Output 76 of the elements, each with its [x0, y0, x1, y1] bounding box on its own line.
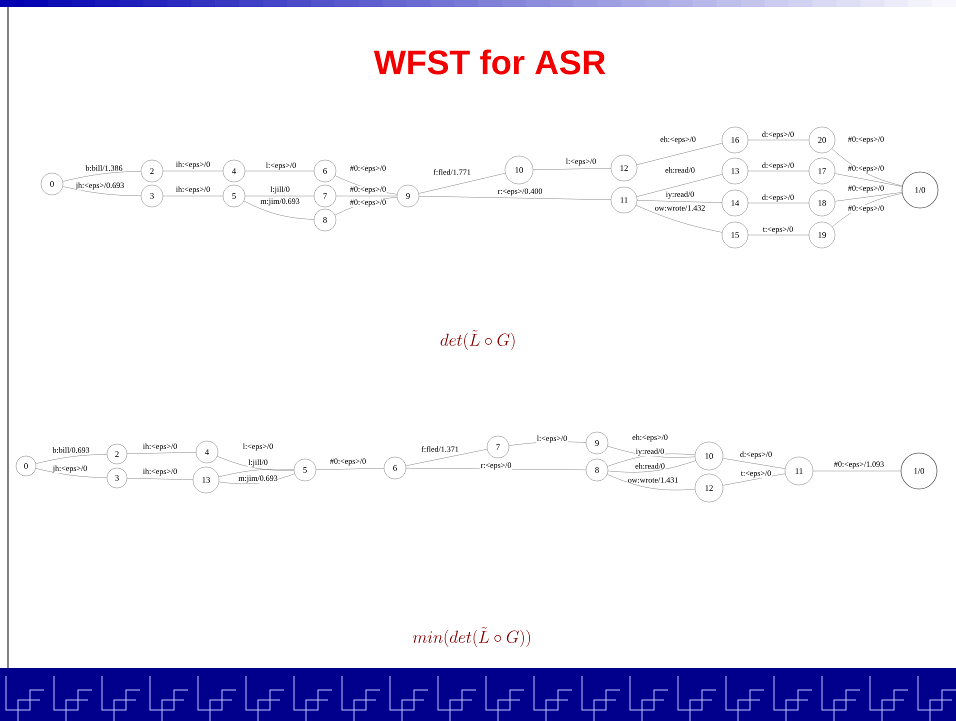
formula-caption: $min(det(\tilde{L} \circ G))$	[412, 627, 530, 648]
edge-label: #0:<eps>/0	[847, 164, 885, 174]
transition-line	[36, 468, 107, 478]
transition-line	[163, 170, 223, 172]
edge-label: r:<eps>/0.400	[497, 188, 543, 196]
edge-label: jh:<eps>/0	[52, 464, 88, 474]
transition-line	[636, 205, 722, 233]
transition-line	[813, 470, 901, 472]
transition-line	[418, 173, 506, 194]
transition-line	[127, 478, 193, 480]
edge-label: ih:<eps>/0	[175, 186, 211, 194]
edge-label: ih:<eps>/0	[142, 442, 178, 452]
edge-label: #0:<eps>/1.093	[833, 460, 885, 470]
formula-caption: $det(\tilde{L} \circ G)$	[440, 330, 515, 350]
transition-line	[406, 449, 488, 466]
transition-line	[62, 171, 141, 182]
edge-label: #0:<eps>/0	[349, 186, 387, 194]
edge-label: jh:<eps>/0.693	[75, 182, 125, 190]
edge-label: eh:<eps>/0	[632, 434, 668, 442]
edge-label: f:fled/1.371	[420, 446, 460, 452]
transition-line	[36, 454, 107, 464]
edge-label: #0:<eps>/0	[329, 458, 367, 466]
transition-line	[834, 192, 902, 202]
transition-line	[722, 458, 786, 469]
edge-label: l:<eps>/0	[265, 162, 297, 170]
transition-line	[607, 474, 696, 490]
edge-label: m:jim/0.693	[260, 198, 300, 206]
transition-line	[834, 173, 902, 187]
edge-label: #0:<eps>/0	[847, 184, 885, 194]
edge-label: r:<eps>/0	[480, 462, 512, 470]
transition-line	[217, 456, 294, 471]
edge-label: l:<eps>/0	[536, 434, 568, 444]
transition-line	[637, 200, 722, 203]
edge-label: eh:<eps>/0	[660, 136, 696, 144]
transition-line	[419, 196, 611, 200]
transition-line	[218, 469, 294, 478]
edge-label: t:<eps>/0	[740, 470, 772, 478]
transition-line	[608, 460, 696, 472]
edge-label: iy:read/0	[635, 448, 665, 456]
edge-label: d:<eps>/0	[761, 130, 795, 140]
transition-line	[533, 168, 611, 170]
edge-label: d:<eps>/0	[739, 450, 773, 460]
transition-line	[245, 170, 314, 172]
edge-label: ih:<eps>/0	[175, 160, 211, 170]
transition-line	[316, 468, 384, 470]
edge-label: ow:wrote/1.431	[627, 476, 679, 484]
edge-label: l:jill/0	[248, 458, 268, 468]
edge-label: eh:read/0	[664, 166, 696, 174]
transition-line	[636, 143, 722, 165]
transition-line	[244, 200, 314, 220]
edge-label: #0:<eps>/0	[847, 204, 885, 214]
transition-line	[608, 446, 696, 458]
edge-label: ow:wrote/1.432	[654, 204, 706, 212]
slide-title: WFST for ASR	[374, 50, 606, 74]
edge-label: t:<eps>/0	[762, 226, 794, 234]
edge-label: f:fled/1.771	[432, 168, 472, 176]
edge-label: #0:<eps>/0	[349, 198, 387, 208]
edge-label: b:bill/0.693	[52, 446, 90, 454]
transition-line	[127, 452, 196, 454]
edge-label: eh:read/0	[634, 462, 666, 470]
transition-line	[62, 186, 141, 196]
transition-line	[748, 234, 809, 236]
transition-line	[636, 174, 722, 197]
edge-label: d:<eps>/0	[761, 194, 795, 202]
edge-label: iy:read/0	[665, 190, 695, 200]
edge-label: b:bill/1.386	[84, 164, 124, 172]
transition-line	[748, 202, 809, 204]
edge-label: l:<eps>/0	[242, 442, 274, 452]
edge-label: m:jim/0.693	[238, 474, 278, 484]
transition-line	[748, 170, 809, 172]
edge-label: #0:<eps>/0	[349, 164, 387, 174]
edge-label: l:jill/0	[270, 186, 290, 194]
edge-label: l:<eps>/0	[565, 158, 597, 166]
edge-label: d:<eps>/0	[761, 162, 795, 170]
edge-label: ih:<eps>/0	[142, 468, 178, 476]
edge-label: #0:<eps>/0	[847, 136, 885, 144]
